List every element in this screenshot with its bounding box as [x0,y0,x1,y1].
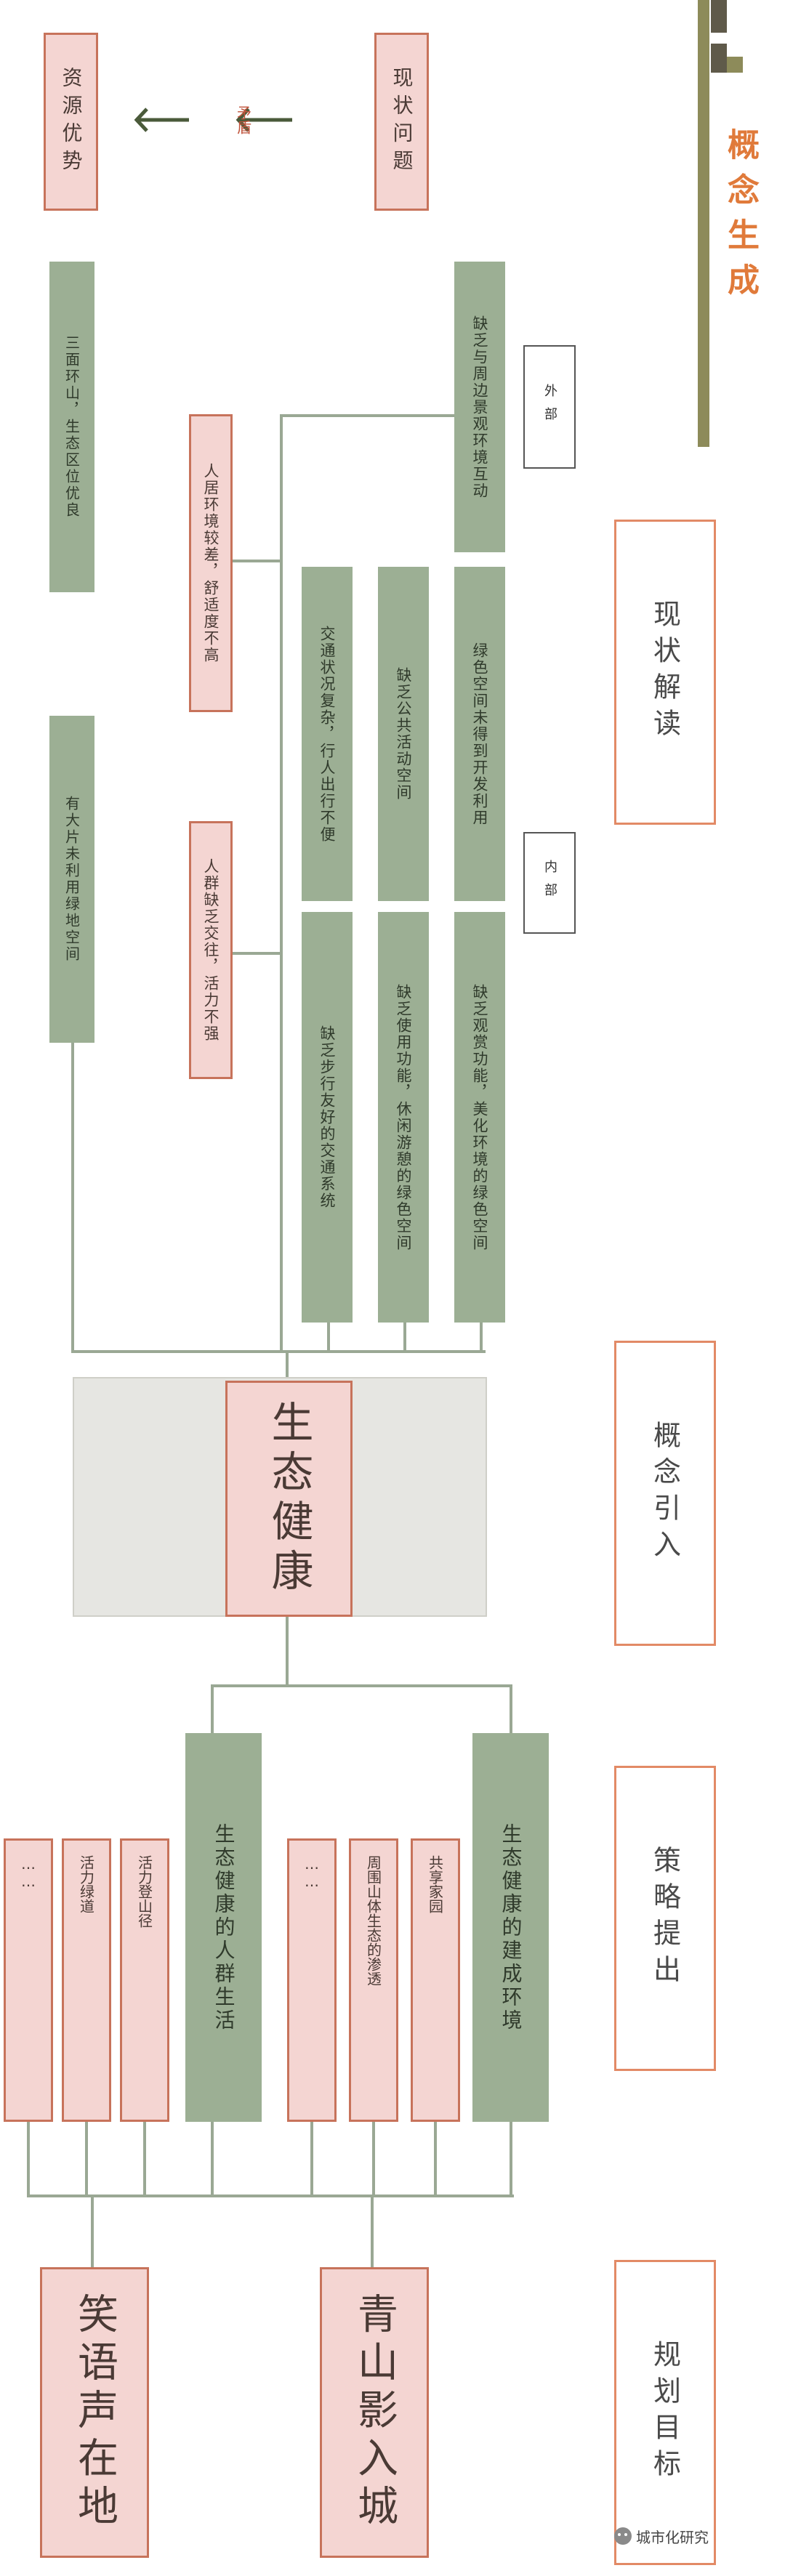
advantage-detail-box: 三面环山，生态区位优良 [49,262,94,592]
title-block-bottom [727,57,743,73]
connector-h-external [280,414,454,417]
advantage-box: 资源优势 [44,33,98,211]
external-issue-2: 绿色空间未得到开发利用 [454,567,505,901]
connector-h-strategy [211,1684,512,1687]
goal-left: 笑语声在地 [40,2267,149,2558]
unused-space-box: 有大片未利用绿地空间 [49,716,94,1043]
life-item-3: …… [4,1838,53,2122]
section-concept: 概念引入 [614,1341,716,1646]
connector-h-resident1 [233,560,281,562]
watermark-text: 城市化研究 [636,2528,709,2546]
connector-h-goals [27,2195,514,2197]
contradiction-label: 矛盾 [234,105,252,134]
external-tag: 外部 [523,345,576,469]
title-block-top [711,0,727,33]
internal-issue-4: 交通状况复杂，行人出行不便 [302,567,353,901]
resident-issue-1: 人居环境较差，舒适度不高 [189,414,233,712]
wechat-icon [614,2527,632,2545]
connector-v-env1 [434,2122,437,2196]
connector-v-goal-left [91,2195,94,2271]
connector-v-left [71,1043,74,1352]
left-arrow-icon [134,108,189,132]
connector-v-life3 [27,2122,30,2196]
life-item-1: 活力登山径 [120,1838,169,2122]
internal-tag: 内部 [523,832,576,934]
strategy-life-title: 生态健康的人群生活 [185,1733,262,2122]
connector-v-external [280,414,283,1352]
connector-v-strategy [286,1617,289,1686]
internal-issue-5: 缺乏步行友好的交通系统 [302,912,353,1323]
page-title: 概念生成 [722,128,759,308]
connector-h-resident2 [233,952,281,955]
internal-issue-1: 缺乏观赏功能，美化环境的绿色空间 [454,912,505,1323]
connector-v-life1 [143,2122,146,2196]
section-reading: 现状解读 [614,520,716,825]
connector-h-bottom [71,1350,486,1353]
goal-right: 青山影入城 [320,2267,429,2558]
internal-issue-3: 缺乏使用功能，休闲游憩的绿色空间 [378,912,429,1323]
contradiction-arrows [134,108,292,132]
connector-v-col2 [403,1323,406,1352]
env-item-3: …… [287,1838,337,2122]
external-issue-1: 缺乏与周边景观环境互动 [454,262,505,552]
env-item-2: 周围山体生态的渗透 [349,1838,398,2122]
resident-issue-2: 人群缺乏交往，活力不强 [189,821,233,1079]
title-bar-accent [698,0,709,447]
connector-v-life2 [85,2122,88,2196]
env-item-1: 共享家园 [411,1838,460,2122]
section-goal: 规划目标 [614,2260,716,2565]
connector-v-env [510,1684,512,1735]
concept-core: 生态健康 [225,1381,353,1617]
connector-v-env3 [310,2122,313,2196]
strategy-env-title: 生态健康的建成环境 [472,1733,549,2122]
connector-v-concept [286,1350,289,1379]
watermark: 城市化研究 [614,2522,760,2551]
left-arrow-icon-2 [236,108,292,132]
problem-box: 现状问题 [374,33,429,211]
title-block-mid [711,44,727,73]
connector-v-col1 [327,1323,330,1352]
connector-v-col3 [480,1323,483,1352]
connector-v-goal-right [371,2195,374,2271]
internal-issue-2: 缺乏公共活动空间 [378,567,429,901]
connector-v-env-down [510,2122,512,2196]
life-item-2: 活力绿道 [62,1838,111,2122]
connector-v-life-down [211,2122,214,2196]
section-strategy: 策略提出 [614,1766,716,2071]
connector-v-env2 [372,2122,375,2196]
connector-v-life [211,1684,214,1735]
